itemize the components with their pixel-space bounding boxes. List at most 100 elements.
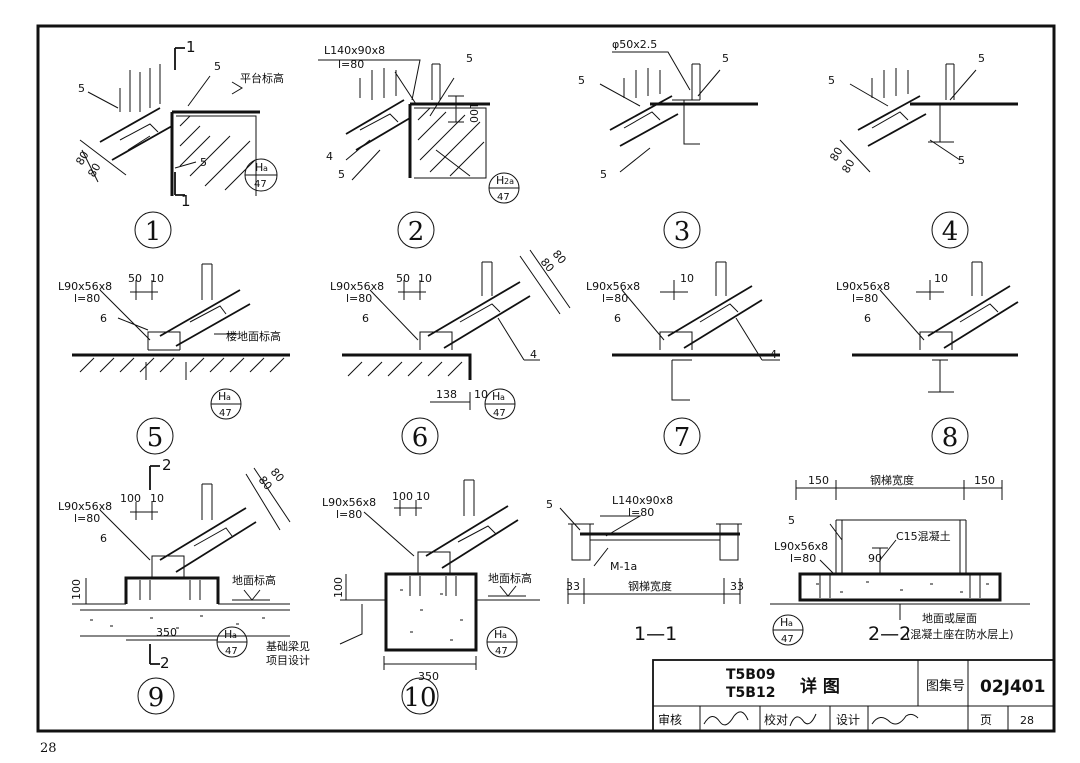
label: l=80 [852, 292, 878, 305]
label: 47 [781, 634, 794, 645]
label: 50 [396, 272, 410, 285]
label: 6 [362, 312, 369, 325]
label: 150 [808, 474, 829, 487]
signature [789, 713, 817, 727]
label: φ50x2.5 [612, 38, 657, 51]
detail-number-circle [931, 417, 969, 455]
section-1-1: L140x90x8 l=80 5 M-1a 33 钢梯宽度 33 1—1 [546, 494, 744, 645]
detail-number: 8 [942, 423, 959, 453]
label: 5 [214, 60, 221, 73]
signature [703, 711, 749, 726]
page-value: 28 [1020, 714, 1034, 727]
label: 100 [70, 579, 83, 600]
detail-number-circle [401, 417, 439, 455]
label: l=80 [74, 292, 100, 305]
label: H [224, 628, 232, 641]
detail-number: 5 [147, 423, 164, 453]
detail-8: L90x56x8 l=80 10 6 8 [836, 261, 1019, 455]
label: L90x56x8 [58, 280, 112, 293]
label: 47 [493, 408, 506, 419]
label: 80 [839, 157, 857, 176]
detail-number-circle [663, 417, 701, 455]
label: a [500, 393, 505, 402]
label: 基础梁见 [266, 639, 310, 653]
label: 地面标高 [488, 571, 532, 585]
section-title: 2—2 [868, 623, 911, 645]
detail-number: 2 [408, 217, 425, 247]
detail-number-circle [136, 417, 174, 455]
label: 5 [828, 74, 835, 87]
detail-number-circle [663, 211, 701, 249]
label: H [494, 628, 502, 641]
label: 80 [85, 161, 103, 180]
detail-7: L90x56x8 l=80 10 6 4 7 [586, 261, 780, 455]
label: (混凝土座在防水层上) [906, 627, 1014, 641]
label: 楼地面标高 [226, 329, 281, 343]
detail-number: 4 [942, 217, 959, 247]
label: 10 [150, 272, 164, 285]
section-mark: 1 [181, 192, 191, 210]
detail-number-circle [397, 211, 435, 249]
detail-number: 1 [145, 217, 162, 247]
label: 50 [128, 272, 142, 285]
label: l=80 [336, 508, 362, 521]
label: l=80 [628, 506, 654, 519]
detail-6: L90x56x8 l=80 50 10 6 80 80 4 138 10 H a… [330, 248, 571, 455]
page-label: 页 [980, 713, 992, 727]
label: H [255, 161, 263, 174]
label: H [492, 390, 500, 403]
section-mark: 1 [186, 38, 196, 56]
label: 100 [332, 577, 345, 598]
reviewer-label: 审核 [658, 712, 682, 727]
label: 10 [474, 388, 488, 401]
detail-number-circle [137, 677, 175, 715]
label: a [788, 619, 793, 628]
label: l=80 [790, 552, 816, 565]
label: 4 [326, 150, 333, 163]
label: l=80 [346, 292, 372, 305]
label: 47 [495, 646, 508, 657]
label: 6 [100, 312, 107, 325]
code: T5B09 [726, 667, 775, 683]
label: L90x56x8 [58, 500, 112, 513]
detail-number: 9 [148, 683, 165, 713]
detail-9: L90x56x8 l=80 100 10 80 80 6 100 地面标高 35… [58, 456, 291, 715]
label: 6 [100, 532, 107, 545]
label: L140x90x8 [324, 44, 385, 57]
label: 150 [974, 474, 995, 487]
detail-10: L90x56x8 l=80 100 10 100 地面标高 基础梁见 项目设计 … [266, 479, 540, 715]
label: 350 [418, 670, 439, 683]
section-title: 1—1 [634, 623, 677, 645]
checker-label: 校对 [764, 712, 788, 727]
label: 5 [338, 168, 345, 181]
label: 47 [497, 192, 510, 203]
atlas-number: 02J401 [980, 677, 1045, 697]
detail-number: 10 [403, 683, 436, 713]
detail-3: φ50x2.5 5 5 5 3 [578, 38, 758, 249]
label: a [502, 631, 507, 640]
label: l=80 [602, 292, 628, 305]
label: 47 [219, 408, 232, 419]
label: 5 [958, 154, 965, 167]
label: C15混凝土 [896, 529, 951, 543]
detail-4: 5 5 80 80 5 4 [827, 52, 1018, 249]
atlas-label: 图集号 [926, 678, 965, 694]
code: T5B12 [726, 685, 775, 701]
detail-number: 7 [674, 423, 691, 453]
section-mark: 2 [160, 654, 170, 672]
label: 2a [504, 177, 514, 186]
detail-number-circle [134, 211, 172, 249]
label: 5 [78, 82, 85, 95]
label: 33 [566, 580, 580, 593]
label: L90x56x8 [322, 496, 376, 509]
section-mark: 2 [162, 456, 172, 474]
page-number: 28 [40, 741, 57, 756]
label: 5 [546, 498, 553, 511]
label: M-1a [610, 560, 637, 573]
label: 5 [466, 52, 473, 65]
label: 10 [150, 492, 164, 505]
label: 10 [934, 272, 948, 285]
label: 4 [770, 348, 777, 361]
label: L90x56x8 [586, 280, 640, 293]
